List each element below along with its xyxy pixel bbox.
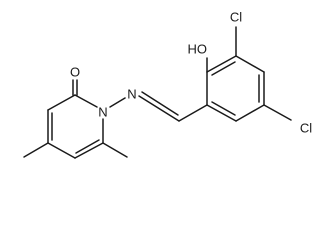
bond-a2-a3-inner xyxy=(211,61,236,76)
bond-a6-a1 xyxy=(206,104,237,122)
oxygen-label: O xyxy=(70,65,80,80)
bond-n1-c2 xyxy=(74,94,98,108)
bond-methyl-c4 xyxy=(23,142,49,158)
chlorine-label-right: Cl xyxy=(300,121,312,136)
chemical-structure-diagram: O N N HO Cl Cl xyxy=(23,10,312,159)
bond-ch-aryl xyxy=(178,104,208,122)
bond-n2-ch xyxy=(138,95,180,122)
bond-c5-c6-inner xyxy=(75,139,100,154)
imine-nitrogen-label: N xyxy=(127,87,136,102)
bond-n1-n2 xyxy=(109,97,126,108)
chlorine-label-top: Cl xyxy=(230,10,242,25)
bond-methyl-c6 xyxy=(102,142,128,158)
bond-a5-cl xyxy=(263,104,292,121)
bond-a5-a6 xyxy=(235,104,265,122)
hydroxyl-label: HO xyxy=(188,42,208,57)
bond-a3-a4 xyxy=(235,55,265,73)
bond-c4-c5 xyxy=(47,142,76,159)
dichlorophenol-ring xyxy=(206,26,292,122)
bond-a6-a1-inner xyxy=(211,101,236,116)
ring-nitrogen-label: N xyxy=(98,105,107,120)
bond-n2-ch-double xyxy=(141,91,179,116)
bond-c5-c6 xyxy=(74,142,104,159)
bond-c2-c3 xyxy=(47,94,76,111)
imine-linker xyxy=(109,91,208,122)
bond-a2-a3 xyxy=(206,55,237,73)
pyridinone-ring xyxy=(23,79,128,159)
